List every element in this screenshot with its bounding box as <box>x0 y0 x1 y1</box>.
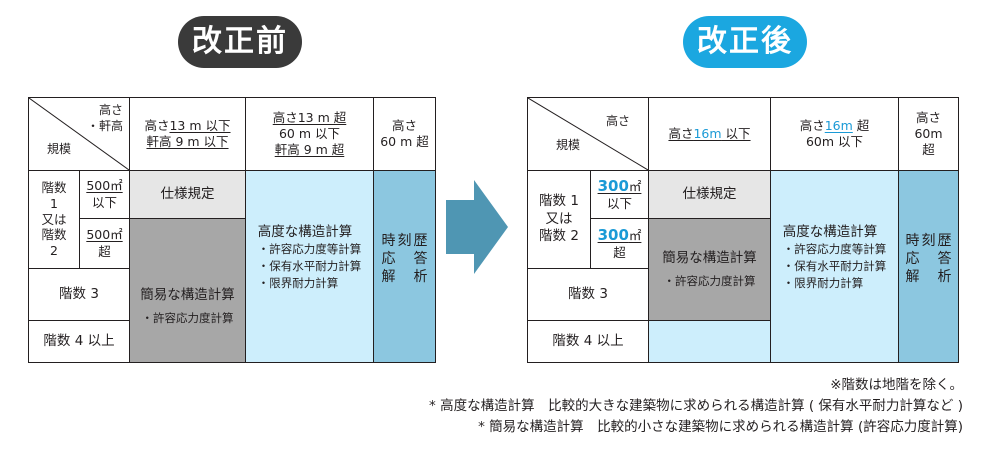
spec-rule-cell: 仕様規定 <box>648 170 770 218</box>
header-col-le13: 高さ13 m 以下 軒高 9 m 以下 <box>129 98 245 170</box>
before-table: 高さ ・軒高 規模 高さ13 m 以下 軒高 9 m 以下 高さ13 m 超 6… <box>28 97 436 363</box>
row-area-le300: 300㎡ 以下 <box>590 170 648 218</box>
row-floors-4plus: 階数 4 以上 <box>528 320 648 362</box>
row-floors-4plus: 階数 4 以上 <box>29 320 129 362</box>
header-corner: 高さ 規模 <box>528 98 648 170</box>
row-floors-1-2: 階数 1 又は 階数 2 <box>528 170 590 268</box>
diagonal-line <box>29 98 129 170</box>
header-col-16-60: 高さ16m 超 60m 以下 <box>770 98 898 170</box>
note-basement: ※階数は地階を除く。 <box>830 377 963 393</box>
spec-rule-cell: 仕様規定 <box>129 170 245 218</box>
header-height-label: 高さ <box>605 114 630 128</box>
row-floors-3: 階数 3 <box>29 268 129 320</box>
row-floors-1-2: 階数 1 又は 階数 2 <box>29 170 79 268</box>
header-col-le16: 高さ16m 以下 <box>648 98 770 170</box>
simple-calc-cell: 簡易な構造計算 ・許容応力度計算 <box>129 218 245 362</box>
diagonal-line <box>528 98 648 170</box>
row-floors-3: 階数 3 <box>528 268 648 320</box>
time-history-cell: 時刻歴 応答 解析 <box>898 170 958 362</box>
header-col-13-60: 高さ13 m 超 60 m 以下 軒高 9 m 超 <box>245 98 373 170</box>
simple-calc-cell: 簡易な構造計算 ・許容応力度計算 <box>648 218 770 320</box>
header-col-gt60: 高さ 60 m 超 <box>373 98 435 170</box>
header-height-label: 高さ <box>98 103 123 117</box>
header-col-gt60: 高さ 60m 超 <box>898 98 958 170</box>
header-eave-label: ・軒高 <box>86 119 123 134</box>
advanced-calc-cell: 高度な構造計算 ・許容応力度等計算 ・保有水平耐力計算 ・限界耐力計算 <box>245 170 373 362</box>
after-table: 高さ 規模 高さ16m 以下 高さ16m 超 60m 以下 高さ 60m 超 階… <box>527 97 959 363</box>
row-area-gt500: 500㎡ 超 <box>79 218 129 268</box>
row-area-le500: 500㎡ 以下 <box>79 170 129 218</box>
time-history-cell: 時刻歴 応答 解析 <box>373 170 435 362</box>
header-corner: 高さ ・軒高 規模 <box>29 98 129 170</box>
header-scale-label: 規模 <box>556 138 581 153</box>
transition-arrow-icon <box>446 180 508 274</box>
header-scale-label: 規模 <box>47 142 72 157</box>
before-revision-badge: 改正前 <box>178 16 302 68</box>
advanced-calc-cell: 高度な構造計算 ・許容応力度等計算 ・保有水平耐力計算 ・限界耐力計算 <box>770 170 898 362</box>
after-revision-badge: 改正後 <box>683 16 807 68</box>
advanced-calc-extension <box>648 320 770 362</box>
row-area-gt300: 300㎡ 超 <box>590 218 648 268</box>
note-advanced-calc: * 高度な構造計算 比較的大きな建築物に求められる構造計算 ( 保有水平耐力計算… <box>429 398 963 414</box>
note-simple-calc: * 簡易な構造計算 比較的小さな建築物に求められる構造計算 (許容応力度計算) <box>478 419 963 435</box>
